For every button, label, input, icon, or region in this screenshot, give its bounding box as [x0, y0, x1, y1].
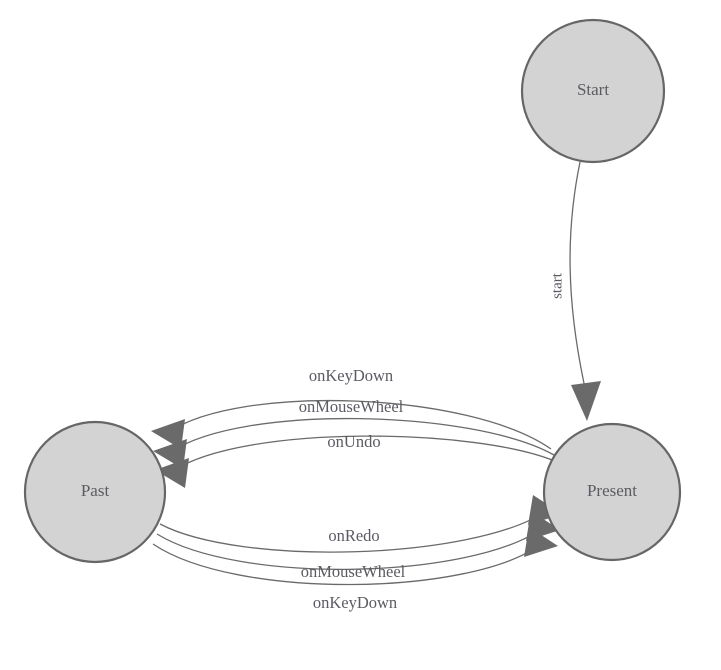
edge-label-mousewheel-lower: onMouseWheel — [301, 562, 406, 581]
node-start-circle[interactable] — [520, 18, 666, 164]
node-present[interactable]: Present — [542, 422, 682, 562]
edge-label-mousewheel-upper: onMouseWheel — [299, 397, 404, 416]
edge-path-start — [569, 161, 586, 389]
edge-label-start: start — [549, 272, 565, 299]
edge-present-to-past-keydown: onKeyDown — [151, 366, 552, 450]
edge-past-to-present-keydown: onKeyDown — [152, 527, 558, 612]
node-present-circle[interactable] — [542, 422, 682, 562]
arrowhead-undo — [155, 458, 189, 488]
node-present-label: Present — [587, 481, 637, 500]
edge-label-undo: onUndo — [327, 432, 380, 451]
arrowhead-keydown-upper — [151, 419, 185, 449]
edge-present-to-past-undo: onUndo — [155, 432, 558, 488]
edge-path-redo — [159, 511, 546, 553]
arrowhead-keydown-lower — [524, 527, 558, 557]
node-past[interactable]: Past — [23, 420, 167, 564]
edge-label-redo: onRedo — [328, 526, 379, 545]
node-past-label: Past — [81, 481, 110, 500]
arrowhead-mousewheel-upper — [153, 439, 187, 469]
node-past-circle[interactable] — [23, 420, 167, 564]
edge-label-keydown-lower: onKeyDown — [313, 593, 397, 612]
node-start-label: Start — [577, 80, 609, 99]
edge-path-keydown-upper — [168, 399, 552, 450]
node-start[interactable]: Start — [520, 18, 666, 164]
edge-path-mousewheel-upper — [170, 417, 555, 456]
arrowhead-start-to-present — [571, 381, 601, 421]
edge-label-keydown-upper: onKeyDown — [309, 366, 393, 385]
edge-past-to-present-redo: onRedo — [159, 495, 562, 553]
edge-path-keydown-lower — [152, 543, 542, 586]
edge-start-to-present: start — [549, 161, 601, 421]
edge-path-mousewheel-lower — [156, 527, 544, 570]
edge-present-to-past-mousewheel: onMouseWheel — [153, 397, 555, 469]
edge-path-undo — [172, 435, 558, 472]
